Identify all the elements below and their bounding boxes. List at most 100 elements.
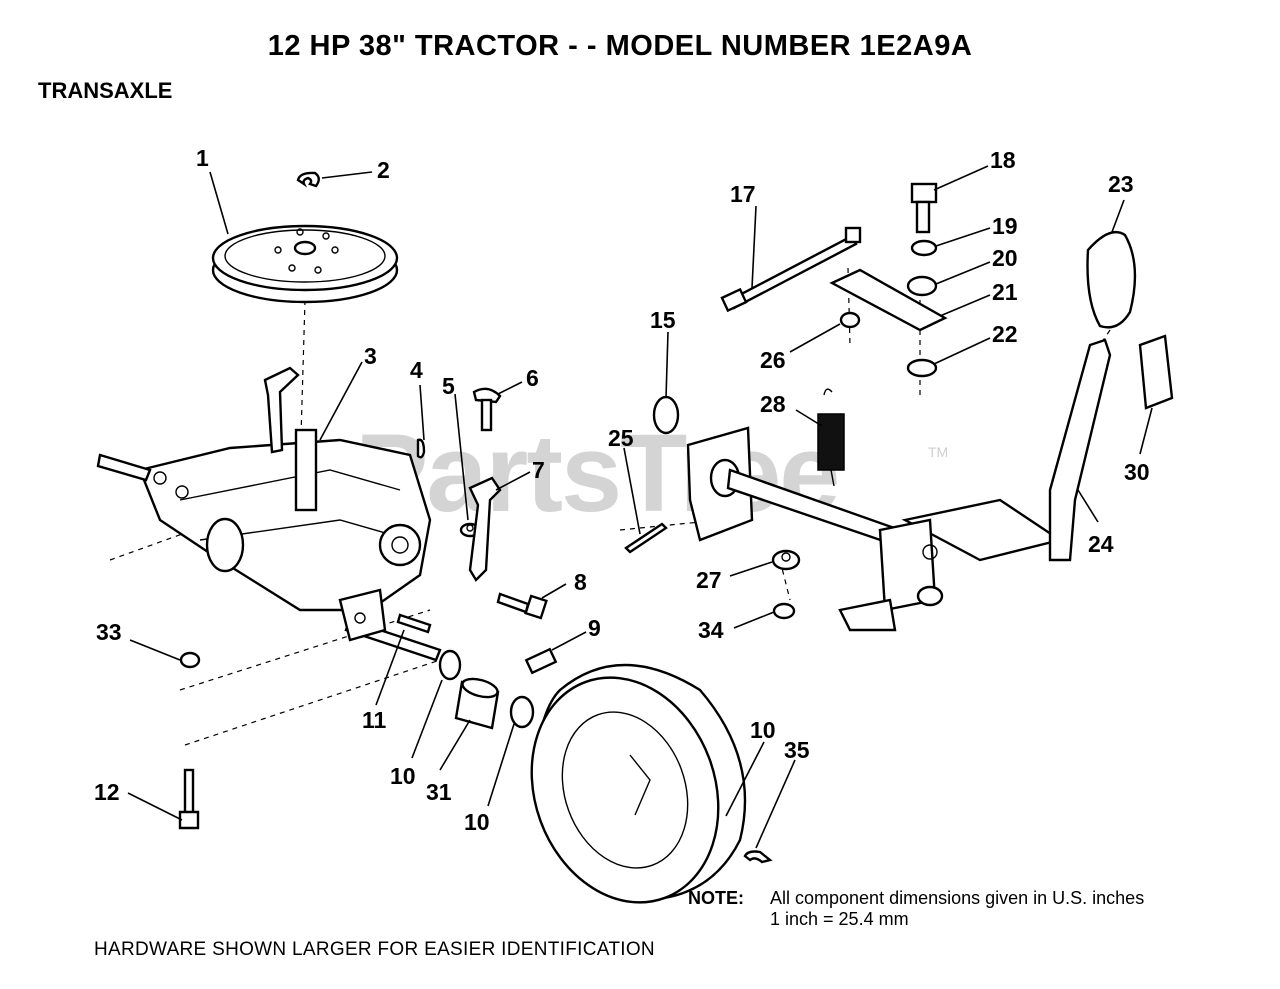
leader-20 — [935, 261, 991, 285]
callout-10a: 10 — [390, 763, 416, 789]
leader-8 — [541, 583, 567, 599]
decal-part — [1138, 334, 1174, 410]
washer-part-10a — [438, 649, 462, 681]
e-clip-part — [743, 850, 773, 864]
callout-31: 31 — [426, 779, 452, 805]
pulley-part — [211, 224, 399, 304]
leader-21 — [939, 294, 991, 317]
callout-7: 7 — [532, 457, 545, 483]
leader-27 — [729, 561, 773, 577]
transaxle-housing-part — [96, 366, 442, 662]
axle-guide-line-lower — [179, 609, 431, 691]
callout-22: 22 — [992, 321, 1018, 347]
leader-3 — [319, 361, 363, 441]
callout-33: 33 — [96, 619, 122, 645]
shift-lever-part — [1048, 338, 1112, 562]
diagram-title: 12 HP 38" TRACTOR - - MODEL NUMBER 1E2A9… — [267, 30, 973, 62]
measurement-note: NOTE:All component dimensions given in U… — [688, 888, 1144, 930]
lock-washer-part-34 — [772, 602, 796, 620]
leader-4 — [419, 384, 425, 441]
callout-11: 11 — [362, 707, 387, 733]
callout-9: 9 — [588, 615, 601, 641]
callout-23: 23 — [1108, 171, 1134, 197]
axle-bolt-part — [178, 768, 200, 830]
callout-8: 8 — [574, 569, 587, 595]
callout-6: 6 — [526, 365, 539, 391]
callout-10b: 10 — [464, 809, 490, 835]
leader-1 — [209, 171, 229, 235]
callout-18: 18 — [990, 147, 1016, 173]
leader-18 — [933, 165, 989, 191]
rear-wheel-tire — [530, 663, 747, 904]
shift-knob-part — [1086, 230, 1137, 329]
leader-17 — [751, 205, 757, 289]
axle-guide-line-bolt — [184, 659, 441, 746]
callout-12: 12 — [94, 779, 120, 805]
leader-23 — [1111, 199, 1125, 233]
washer-part-15 — [652, 395, 680, 435]
callout-25: 25 — [608, 425, 634, 451]
callout-35: 35 — [784, 737, 810, 763]
callout-34: 34 — [698, 617, 724, 643]
leader-10a — [411, 679, 443, 759]
carriage-bolt-part — [472, 387, 502, 432]
hex-bolt-part-18 — [910, 182, 938, 234]
hex-bolt-part — [496, 592, 548, 620]
hardware-footnote: HARDWARE SHOWN LARGER FOR EASIER IDENTIF… — [94, 939, 655, 960]
leader-19 — [935, 227, 991, 247]
leader-10c — [725, 741, 765, 817]
callout-27: 27 — [696, 567, 722, 593]
link-plate-part — [829, 268, 948, 332]
washer-part-10b — [509, 695, 535, 729]
shift-rod-part — [720, 226, 862, 313]
spring-part-9 — [524, 647, 558, 675]
callout-28: 28 — [760, 391, 786, 417]
leader-7 — [495, 471, 531, 491]
callout-2: 2 — [377, 157, 390, 183]
leader-25 — [623, 447, 641, 535]
callout-24: 24 — [1088, 531, 1114, 557]
leader-30 — [1139, 407, 1153, 455]
leader-24 — [1077, 489, 1099, 523]
woodruff-key-part — [416, 438, 426, 459]
retaining-clip-part — [296, 171, 320, 188]
shift-bracket-part — [686, 426, 1063, 632]
leader-34 — [733, 611, 775, 629]
leader-31 — [439, 719, 471, 771]
section-heading: TRANSAXLE — [38, 78, 173, 103]
nut-part-33 — [179, 651, 201, 669]
callout-10c: 10 — [750, 717, 776, 743]
leader-22 — [933, 337, 991, 365]
note-line-1: All component dimensions given in U.S. i… — [770, 888, 1145, 908]
callout-5: 5 — [442, 373, 455, 399]
washer-part-19 — [910, 239, 938, 257]
leader-2 — [321, 171, 373, 179]
leader-28 — [795, 409, 823, 427]
knob-guide-line — [1099, 329, 1111, 346]
callout-1: 1 — [196, 145, 209, 171]
callout-26: 26 — [760, 347, 786, 373]
watermark: PartsTree — [355, 412, 840, 535]
callout-4: 4 — [410, 357, 423, 383]
callout-15: 15 — [650, 307, 676, 333]
leader-33 — [129, 639, 181, 661]
leader-26 — [789, 323, 841, 353]
watermark-trademark: TM — [928, 444, 949, 460]
leader-10b — [487, 723, 515, 807]
nut-part-26 — [839, 311, 861, 329]
leader-5 — [454, 393, 469, 521]
nut-guide-line — [779, 559, 791, 601]
extension-spring-part — [817, 388, 845, 487]
nut-part-27 — [771, 549, 801, 571]
bracket-part — [468, 476, 502, 582]
leader-6 — [497, 381, 523, 395]
cotter-pin-part — [624, 522, 668, 554]
callout-21: 21 — [992, 279, 1018, 305]
callout-20: 20 — [992, 245, 1018, 271]
leader-35 — [755, 759, 796, 849]
note-line-2: 1 inch = 25.4 mm — [770, 909, 909, 929]
washer-part-20 — [906, 275, 938, 297]
callout-17: 17 — [730, 181, 756, 207]
callout-3: 3 — [364, 343, 377, 369]
